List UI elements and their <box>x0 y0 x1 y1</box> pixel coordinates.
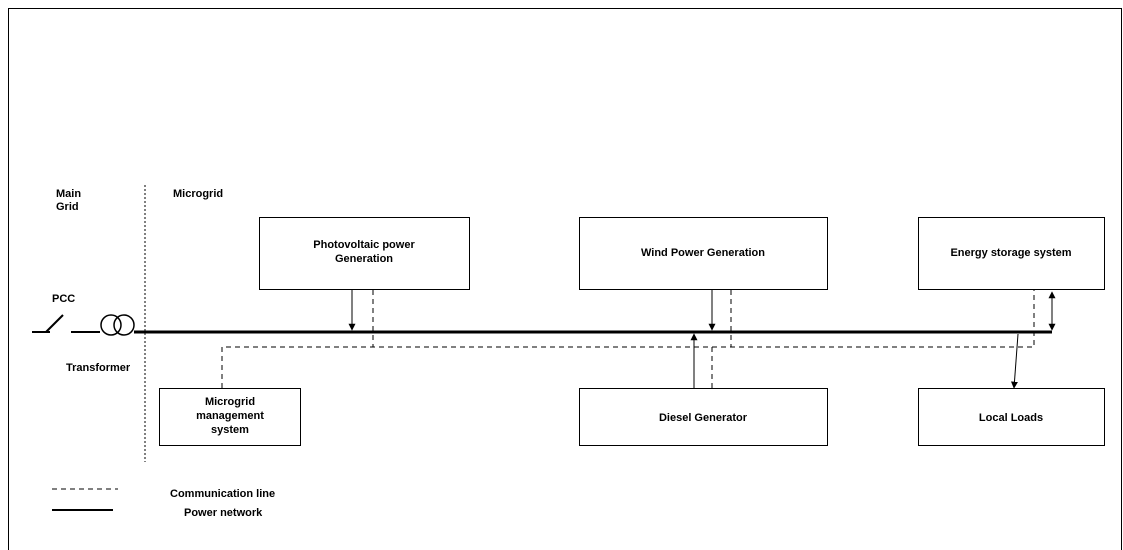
wind-generation-box: Wind Power Generation <box>579 217 828 290</box>
energy-storage-box: Energy storage system <box>918 217 1105 290</box>
main-grid-label-2: Grid <box>56 201 79 213</box>
legend: Communication line Power network <box>52 488 275 519</box>
mms-label-3: system <box>211 424 249 436</box>
loads-label: Local Loads <box>979 412 1043 424</box>
mms-label-1: Microgrid <box>205 396 255 408</box>
pcc-switch-icon <box>32 314 64 333</box>
communication-network <box>221 290 1035 388</box>
diagram-frame <box>8 8 1122 550</box>
local-loads-box: Local Loads <box>918 388 1105 446</box>
pv-label-2: Generation <box>335 253 393 265</box>
microgrid-management-box: Microgrid management system <box>159 388 301 446</box>
pv-label-1: Photovoltaic power <box>313 239 415 251</box>
transformer-icon <box>100 314 135 336</box>
legend-communication-label: Communication line <box>170 488 275 500</box>
pcc-label: PCC <box>52 293 75 305</box>
diesel-label: Diesel Generator <box>659 412 748 424</box>
main-grid-label-1: Main <box>56 188 81 200</box>
legend-power-label: Power network <box>184 507 263 519</box>
diesel-generator-box: Diesel Generator <box>579 388 828 446</box>
microgrid-label: Microgrid <box>173 188 223 200</box>
ess-label: Energy storage system <box>950 247 1071 259</box>
bus-to-loads-arrow <box>1010 333 1019 389</box>
pv-generation-box: Photovoltaic power Generation <box>259 217 470 290</box>
transformer-label: Transformer <box>66 362 131 374</box>
mms-label-2: management <box>196 410 264 422</box>
power-connections <box>348 290 1056 389</box>
wind-label: Wind Power Generation <box>641 247 765 259</box>
